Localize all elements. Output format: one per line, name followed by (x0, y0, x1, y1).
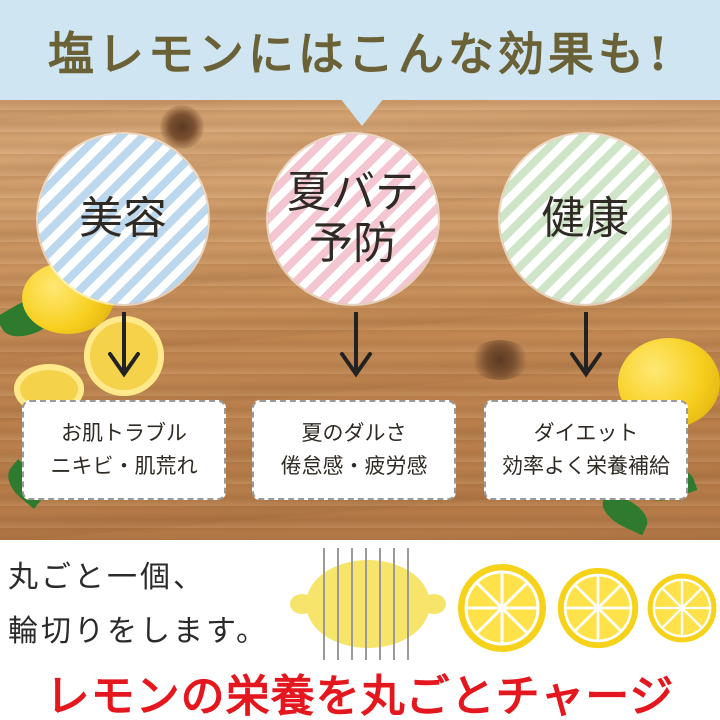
box-line: ダイエット (533, 421, 639, 446)
benefit-box-diet: ダイエット 効率よく栄養補給 (484, 400, 688, 500)
circle-label-line: 予防 (309, 218, 397, 269)
benefit-box-fatigue: 夏のダルさ 倦怠感・疲労感 (252, 400, 456, 500)
box-line: 倦怠感・疲労感 (280, 454, 428, 478)
box-line: 夏のダルさ (301, 421, 407, 446)
nutrition-banner: レモンの栄養を丸ごとチャージ (45, 671, 675, 720)
lemon-slice-icon (647, 573, 717, 643)
benefit-circle-health: 健康 (500, 134, 670, 304)
wood-knot (160, 105, 204, 149)
box-line: 効率よく栄養補給 (502, 454, 670, 478)
slicing-note-line2: 輪切りをします。 (8, 614, 269, 649)
circle-label: 健康 (541, 192, 629, 244)
circle-label-line: 夏バテ (287, 167, 419, 219)
wood-knot (470, 340, 530, 380)
header-pointer (340, 98, 384, 126)
down-arrow-icon (108, 312, 140, 378)
lemon-slice-icon (458, 564, 546, 652)
circle-label: 美容 (79, 192, 167, 244)
benefit-circle-summer-fatigue: 夏バテ 予防 (268, 134, 438, 304)
lemon-tip-right (422, 594, 446, 614)
lemon-slice-icon (557, 567, 639, 649)
box-line: お肌トラブル (61, 421, 187, 446)
slice-lines (323, 548, 409, 660)
header-band (0, 0, 720, 100)
page-title: 塩レモンにはこんな効果も! (47, 27, 673, 81)
benefit-circle-beauty: 美容 (38, 134, 208, 304)
down-arrow-icon (570, 312, 602, 378)
slicing-note-line1: 丸ごと一個、 (8, 560, 206, 595)
lemon-slicing-illustration (290, 548, 446, 660)
lemon-tip-left (290, 594, 314, 614)
benefit-box-skin: お肌トラブル ニキビ・肌荒れ (22, 400, 226, 500)
box-line: ニキビ・肌荒れ (50, 454, 198, 478)
circle-label-group: 夏バテ 予防 (287, 168, 419, 269)
down-arrow-icon (340, 312, 372, 378)
